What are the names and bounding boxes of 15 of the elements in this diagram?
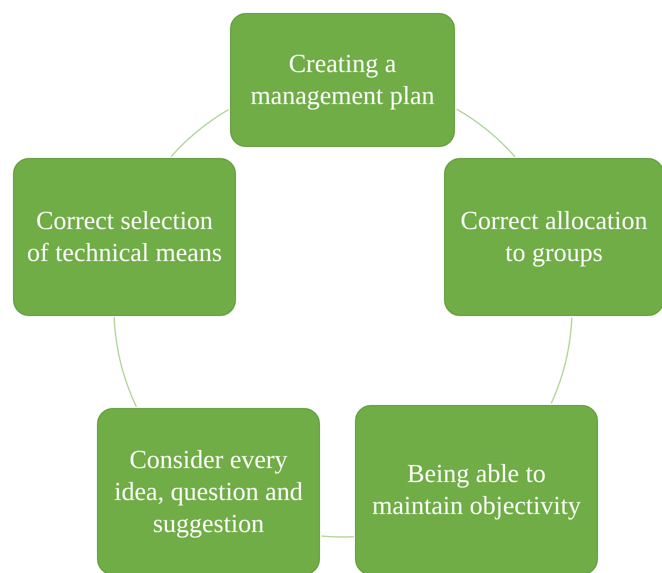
box-label: Creating a management plan [249, 48, 436, 112]
process-box [444, 158, 662, 316]
connector-arc [114, 317, 138, 408]
box-label: Consider every idea, question and suggestion [113, 444, 304, 540]
box-label: Correct selection of technical means [26, 205, 223, 269]
connector-arc [550, 317, 572, 404]
process-box [13, 158, 236, 316]
box-label: Being able to maintain objectivity [371, 458, 582, 522]
box-label: Correct allocation to groups [460, 205, 648, 269]
process-box [355, 405, 598, 573]
process-box [97, 408, 320, 573]
connector-arc [170, 109, 229, 158]
process-box [230, 13, 455, 147]
connector-arc [321, 535, 354, 538]
connector-arc [456, 108, 516, 158]
